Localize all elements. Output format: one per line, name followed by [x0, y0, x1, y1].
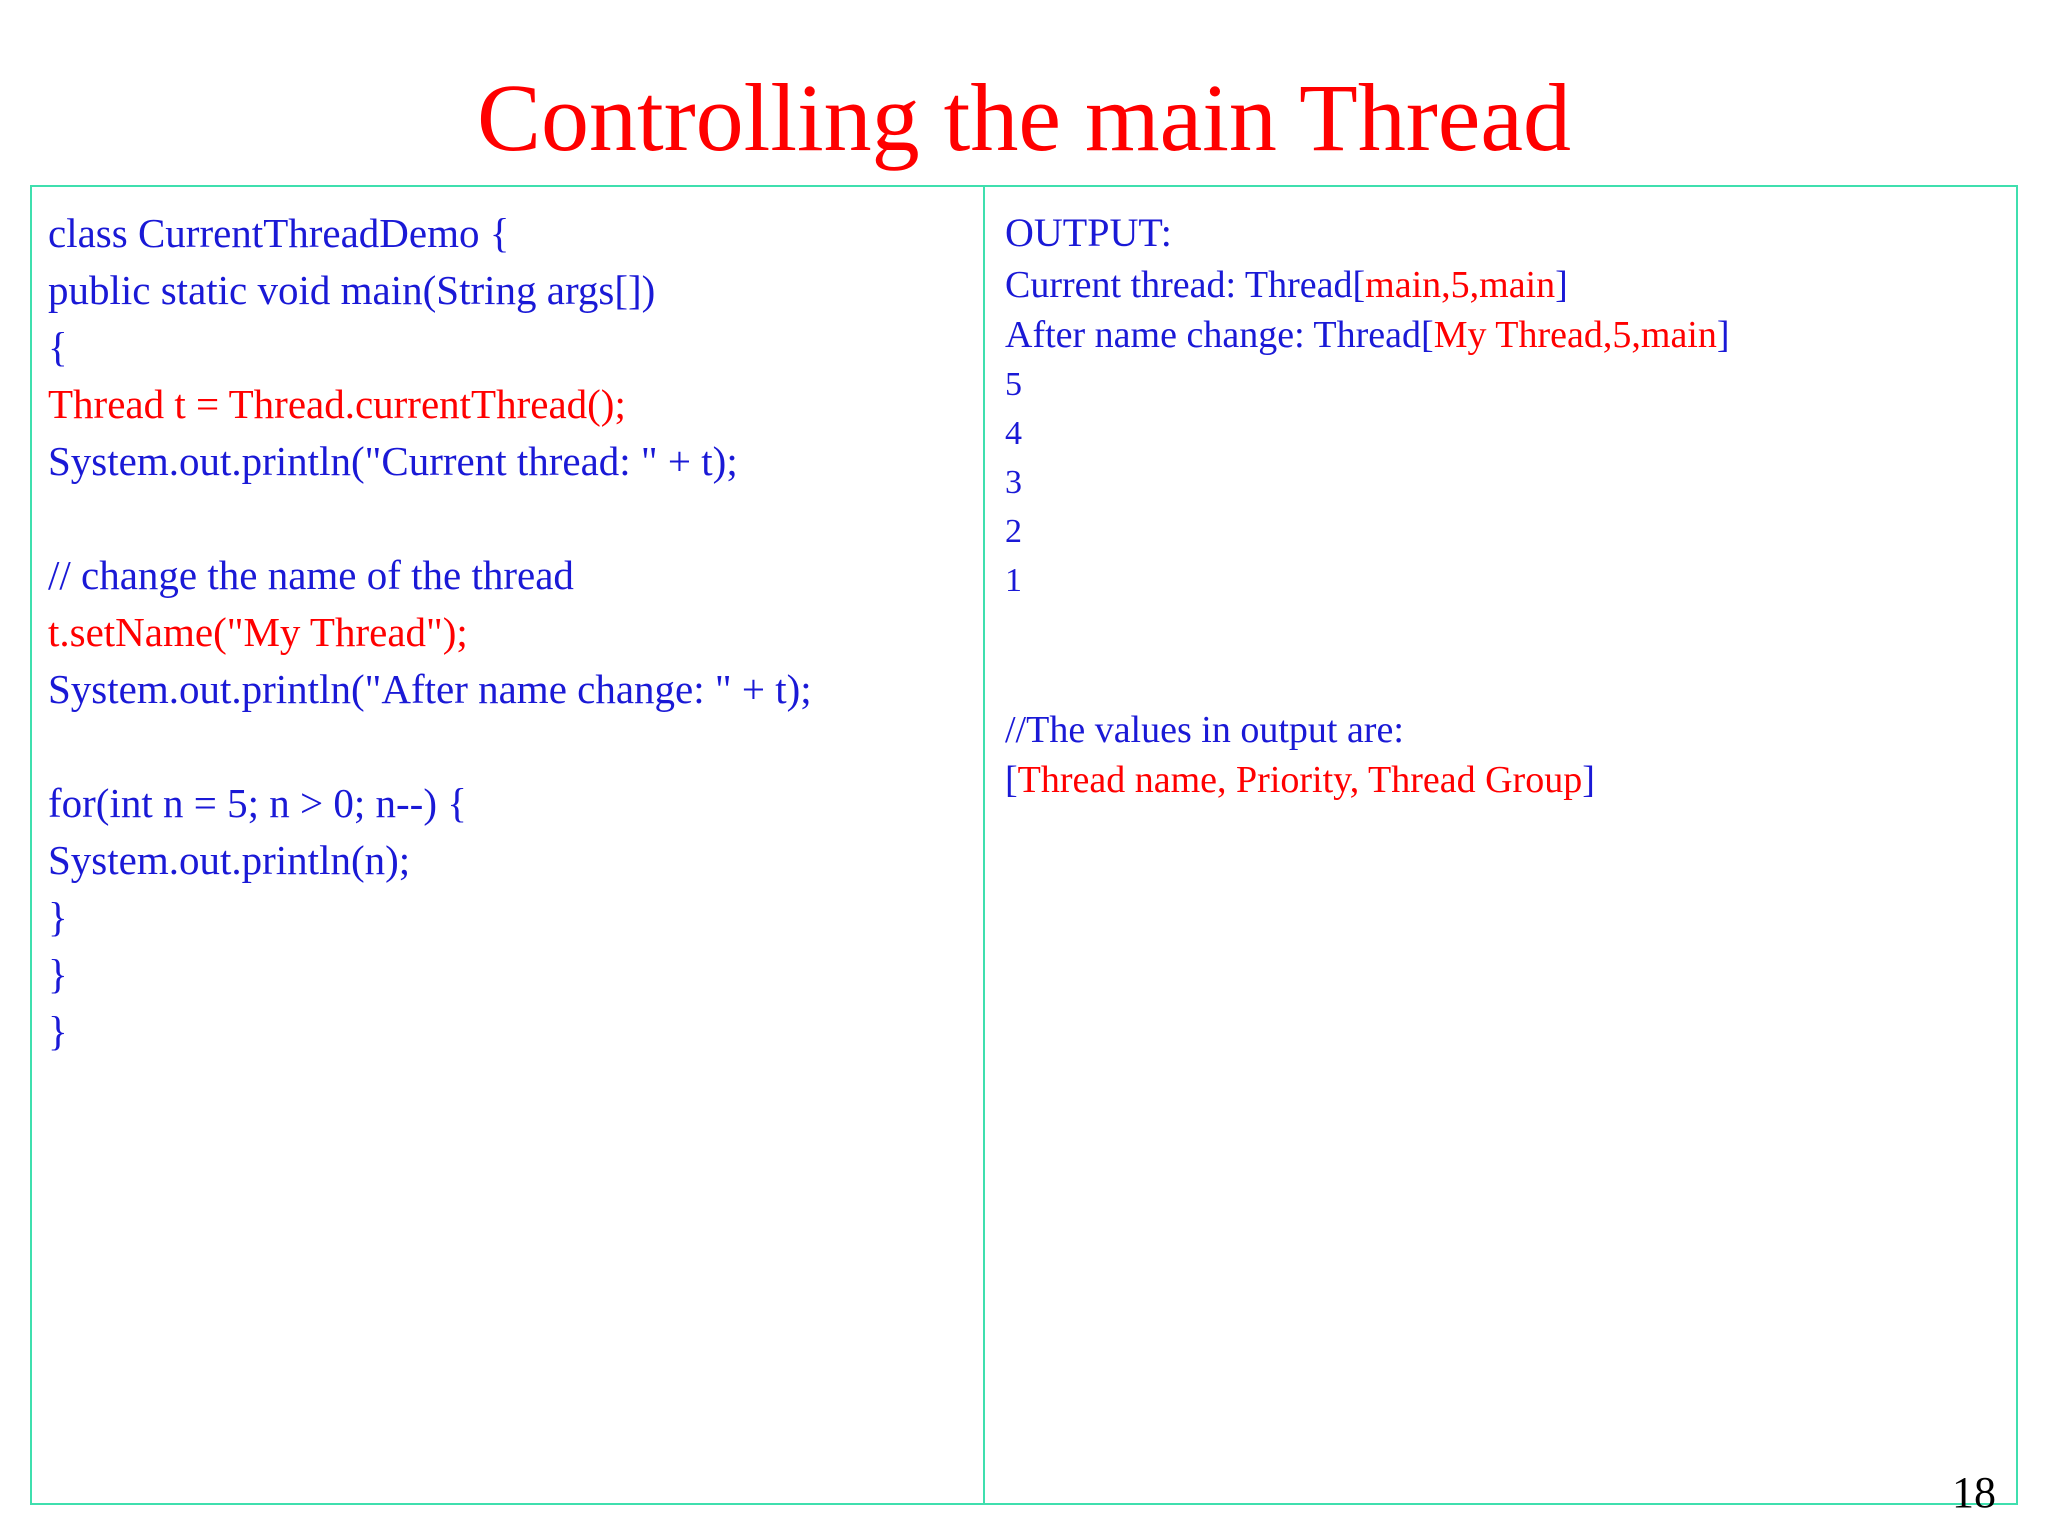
output-countdown-item: 3	[1005, 464, 1022, 501]
output-note-bracket-close: ]	[1582, 759, 1595, 801]
output-note-values-text: Thread name, Priority, Thread Group	[1017, 759, 1583, 801]
output-current-thread-value: main,5,main	[1365, 264, 1556, 306]
output-line-blank	[1005, 605, 2016, 655]
output-panel: OUTPUT: Current thread: Thread[main,5,ma…	[985, 187, 2016, 1503]
code-line: System.out.println(n);	[48, 837, 411, 883]
page-title: Controlling the main Thread	[476, 64, 1571, 171]
code-line: // change the name of the thread	[48, 552, 574, 598]
code-line: System.out.println("Current thread: " + …	[48, 438, 738, 484]
output-note-values: [Thread name, Priority, Thread Group]	[1005, 755, 2016, 805]
code-line-blank	[48, 718, 983, 775]
output-after-change-value: My Thread,5,main	[1433, 314, 1717, 356]
output-countdown-item: 2	[1005, 513, 1022, 550]
page-number: 18	[1952, 1468, 1996, 1517]
output-countdown-item: 5	[1005, 366, 1022, 403]
code-line: }	[48, 951, 68, 997]
code-line: }	[48, 1008, 68, 1054]
output-after-change-prefix: After name change: Thread[	[1005, 314, 1434, 356]
output-countdown-item: 4	[1005, 415, 1022, 452]
code-line-blank	[48, 490, 983, 547]
code-panel: class CurrentThreadDemo { public static …	[32, 187, 985, 1503]
output-current-thread-prefix: Current thread: Thread[	[1005, 264, 1366, 306]
output-current-thread-suffix: ]	[1555, 264, 1568, 306]
code-line: {	[48, 324, 68, 370]
code-line: class CurrentThreadDemo {	[48, 210, 510, 256]
code-line: System.out.println("After name change: "…	[48, 666, 812, 712]
code-line: t.setName("My Thread");	[48, 609, 468, 655]
code-line: for(int n = 5; n > 0; n--) {	[48, 780, 467, 826]
output-note-bracket-open: [	[1005, 759, 1018, 801]
output-line-current-thread: Current thread: Thread[main,5,main]	[1005, 260, 2016, 310]
output-countdown-item: 1	[1005, 562, 1022, 599]
code-line: }	[48, 894, 68, 940]
output-line-after-change: After name change: Thread[My Thread,5,ma…	[1005, 310, 2016, 360]
output-line-blank	[1005, 655, 2016, 705]
output-note-comment: //The values in output are:	[1005, 709, 1404, 751]
output-after-change-suffix: ]	[1716, 314, 1730, 356]
code-line: public static void main(String args[])	[48, 267, 656, 313]
code-line: Thread t = Thread.currentThread();	[48, 381, 626, 427]
content-table: class CurrentThreadDemo { public static …	[30, 185, 2018, 1505]
output-heading: OUTPUT:	[1005, 210, 1172, 255]
